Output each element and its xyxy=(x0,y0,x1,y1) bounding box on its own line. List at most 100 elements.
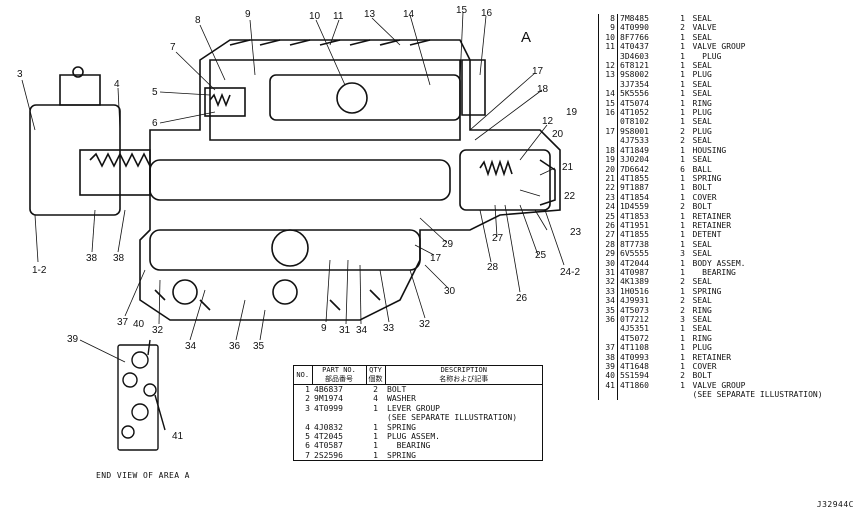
description: SEAL xyxy=(692,296,712,306)
left-spring xyxy=(89,152,151,168)
description: PLUG xyxy=(692,108,712,118)
callout-22: 22 xyxy=(564,191,576,202)
description: VALVE xyxy=(692,23,717,33)
callout-26: 26 xyxy=(516,293,528,304)
description: RING xyxy=(692,333,712,343)
item-number: 25 xyxy=(598,211,618,221)
description: SEAL xyxy=(692,32,712,42)
description: SEAL xyxy=(692,277,712,287)
callout-16: 16 xyxy=(481,8,493,19)
part-number: 4J5351 xyxy=(620,324,649,334)
view-label-a: A xyxy=(521,29,532,46)
part-number: 6T8121 xyxy=(620,61,649,71)
description: BEARING xyxy=(387,441,431,451)
callout-3: 3 xyxy=(17,69,23,80)
description: COVER xyxy=(692,362,717,372)
callout-40: 40 xyxy=(133,319,145,330)
description: SEAL xyxy=(692,155,712,165)
callout-32-right: 32 xyxy=(419,319,431,330)
description: SPRING xyxy=(692,286,722,296)
description: RING xyxy=(692,305,712,315)
item-number: 31 xyxy=(598,267,618,278)
part-number: 4T5072 xyxy=(620,333,649,343)
description: PLUG xyxy=(692,70,712,80)
item-number: 41 xyxy=(598,380,618,391)
quantity: 1 xyxy=(680,333,685,343)
callout-31: 31 xyxy=(339,325,351,336)
item-number: 35 xyxy=(598,305,618,315)
part-number: 4B6837 xyxy=(314,385,343,394)
header-part-no: PART NO. 部品番号 xyxy=(312,365,367,385)
part-number: 4T2045 xyxy=(314,432,343,442)
item-number: 38 xyxy=(598,352,618,363)
part-number xyxy=(312,413,366,422)
callout-10: 10 xyxy=(309,11,321,22)
quantity: 2 xyxy=(680,277,685,287)
quantity: 1 xyxy=(680,42,685,52)
right-detent-housing xyxy=(459,149,551,211)
part-number: 4T2044 xyxy=(620,258,649,268)
quantity: 1 xyxy=(680,324,685,334)
part-number: 1D4559 xyxy=(620,202,649,212)
part-number: 4T0987 xyxy=(620,267,649,277)
description: HOUSING xyxy=(692,145,727,155)
quantity: 1 xyxy=(680,117,685,127)
description: SPRING xyxy=(692,173,722,183)
callout-5: 5 xyxy=(152,87,158,98)
quantity: 1 xyxy=(680,108,685,118)
callout-25: 25 xyxy=(535,250,547,261)
callout-38-a: 38 xyxy=(86,253,98,264)
part-number: 9M1974 xyxy=(314,394,343,404)
callout-39: 39 xyxy=(67,334,79,345)
item-number: 10 xyxy=(598,32,618,43)
item-number: 39 xyxy=(598,362,618,372)
lower-spool xyxy=(149,229,421,271)
callout-9-bottom: 9 xyxy=(321,323,327,334)
item-number xyxy=(598,79,618,90)
part-number: 8F7766 xyxy=(620,32,649,42)
item-number: 14 xyxy=(598,89,618,99)
part-number: 9S8002 xyxy=(620,70,649,80)
callout-30: 30 xyxy=(444,286,456,297)
quantity: 2 xyxy=(680,23,685,33)
description: SEAL xyxy=(692,117,712,127)
callout-17-top: 17 xyxy=(532,66,544,77)
quantity: 1 xyxy=(680,343,685,353)
callout-32-left: 32 xyxy=(152,325,164,336)
table-row: (SEE SEPARATE ILLUSTRATION) xyxy=(598,390,860,400)
part-number: 4T5074 xyxy=(620,98,649,108)
quantity: 1 xyxy=(373,422,378,432)
quantity: 1 xyxy=(680,61,685,71)
item-number: 28 xyxy=(598,239,618,250)
main-spool xyxy=(149,159,451,201)
quantity: 1 xyxy=(373,450,378,460)
description: PLUG xyxy=(692,126,712,136)
description: BOLT xyxy=(387,385,407,394)
quantity: 6 xyxy=(680,164,685,174)
item-number: 34 xyxy=(598,296,618,306)
quantity: 1 xyxy=(373,403,378,413)
callout-37: 37 xyxy=(117,317,129,328)
part-number: 3D4603 xyxy=(620,51,649,61)
quantity: 2 xyxy=(373,385,378,394)
callout-19: 19 xyxy=(566,107,578,118)
quantity: 1 xyxy=(373,432,378,442)
description: SEAL xyxy=(692,89,712,99)
callout-12: 12 xyxy=(542,116,554,127)
